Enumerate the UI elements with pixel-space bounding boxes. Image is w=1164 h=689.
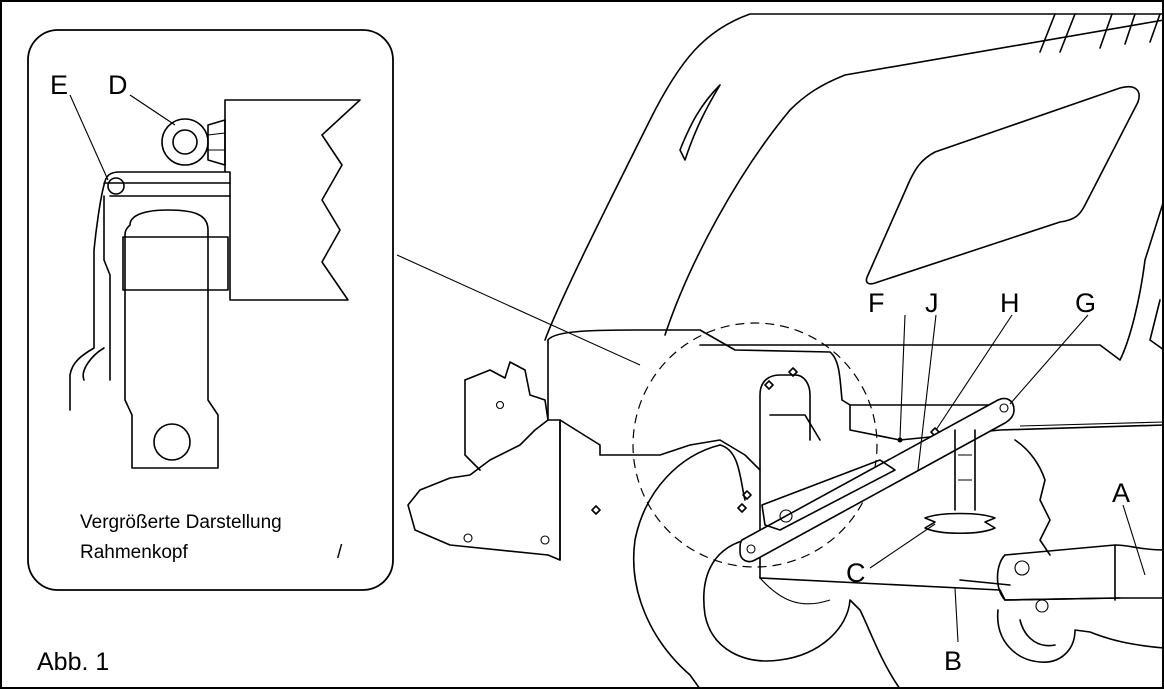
- frame-head-lower: [559, 419, 761, 579]
- inset-caption-line2: Rahmenkopf: [80, 542, 188, 563]
- inset-arm: [124, 209, 219, 469]
- inset-caption-mark: /: [337, 542, 343, 563]
- hood-inner-line: [664, 19, 1164, 336]
- rear-wheel-hub: [1035, 599, 1049, 613]
- leader-j: [917, 314, 937, 471]
- leader-a: [1122, 504, 1146, 576]
- strut-j-hole: [999, 403, 1009, 413]
- inset-frame: [27, 29, 394, 591]
- front-bracket: [407, 361, 561, 561]
- frame-head-front: [547, 339, 561, 421]
- rear-wheel: [996, 609, 1164, 663]
- bracket-hole: [540, 535, 550, 545]
- torn-section: [1014, 439, 1051, 556]
- strut-lower-pin: [779, 509, 793, 523]
- wheel-tear-line: [759, 577, 831, 605]
- pulley-c: [924, 512, 996, 534]
- post-detail: [958, 454, 972, 481]
- inset-pin-e: [107, 177, 125, 195]
- zoom-circle: [632, 322, 878, 568]
- inset-bearing-d-inner: [172, 129, 198, 155]
- rivet: [591, 505, 601, 515]
- bracket-hole: [463, 533, 473, 543]
- frame-head-upright: [759, 374, 811, 471]
- leader-f: [899, 314, 906, 439]
- rear-wheel-inner: [1019, 619, 1056, 647]
- strut-j-hole: [746, 544, 756, 554]
- leader-g: [1009, 314, 1089, 405]
- front-bracket-edge: [464, 379, 481, 471]
- rivet: [737, 503, 747, 513]
- inset-enlarged-view: E D Vergrößerte Darstellung Rahmenkopf /: [27, 29, 394, 591]
- inset-head-leg: [82, 347, 105, 381]
- body-right-detail: [1149, 299, 1164, 351]
- figure-label: Abb. 1: [37, 648, 109, 676]
- inset-bushing-mount: [122, 236, 229, 291]
- hood-stripe: [1149, 13, 1161, 43]
- inset-nut: [207, 119, 226, 166]
- label-g: G: [1075, 288, 1096, 318]
- leader-c: [869, 523, 936, 569]
- underframe-b: [759, 577, 1121, 601]
- inset-label-e: E: [50, 70, 68, 100]
- post: [954, 429, 976, 511]
- label-b: B: [944, 646, 962, 676]
- label-j: J: [925, 288, 939, 318]
- label-h: H: [1000, 288, 1020, 318]
- inset-head-plate: [103, 182, 231, 381]
- front-wheel: [632, 444, 721, 689]
- inset-leader-line: [396, 254, 641, 366]
- hood-side-slot: [679, 84, 721, 161]
- inset-nut-flats: [207, 132, 226, 151]
- frame-head-slot: [769, 414, 821, 441]
- hood-stripe: [1099, 13, 1113, 49]
- rivet: [788, 367, 798, 377]
- inset-bearing-d: [161, 118, 209, 166]
- label-f: F: [868, 288, 885, 318]
- hood-stripe: [1124, 13, 1136, 45]
- hood-outline: [544, 13, 1164, 341]
- body-right-edge: [699, 199, 1164, 361]
- hood-stripe: [1059, 13, 1076, 53]
- inset-label-d: D: [108, 70, 128, 100]
- rivet: [764, 380, 774, 390]
- deck-plate: [849, 404, 1164, 441]
- leader-h: [935, 314, 1013, 431]
- inset-head-outline: [69, 99, 361, 411]
- label-c: C: [846, 558, 866, 588]
- label-a: A: [1112, 478, 1130, 508]
- roller-a-end: [996, 554, 1006, 601]
- front-wheel-hub: [719, 444, 746, 501]
- bracket-hole: [495, 400, 505, 410]
- inset-leader-e: [69, 94, 109, 181]
- rivet: [742, 490, 752, 500]
- deck-plate-edge: [1019, 421, 1164, 427]
- window-panel: [865, 86, 1140, 285]
- inset-arm-hole: [153, 423, 191, 461]
- hood-stripe: [1039, 13, 1056, 53]
- underframe-b-edge: [959, 579, 1011, 586]
- leader-b: [954, 587, 959, 643]
- inset-caption-line1: Vergrößerte Darstellung: [80, 512, 282, 533]
- frame-head: [547, 329, 1001, 406]
- strut-lower-bar: [761, 459, 896, 531]
- roller-a: [1004, 544, 1164, 601]
- mower-drawing: F J H G A C B: [396, 13, 1164, 689]
- inset-leader-d: [129, 94, 176, 126]
- roller-hole: [1014, 560, 1030, 576]
- front-wheel-inner: [703, 539, 901, 689]
